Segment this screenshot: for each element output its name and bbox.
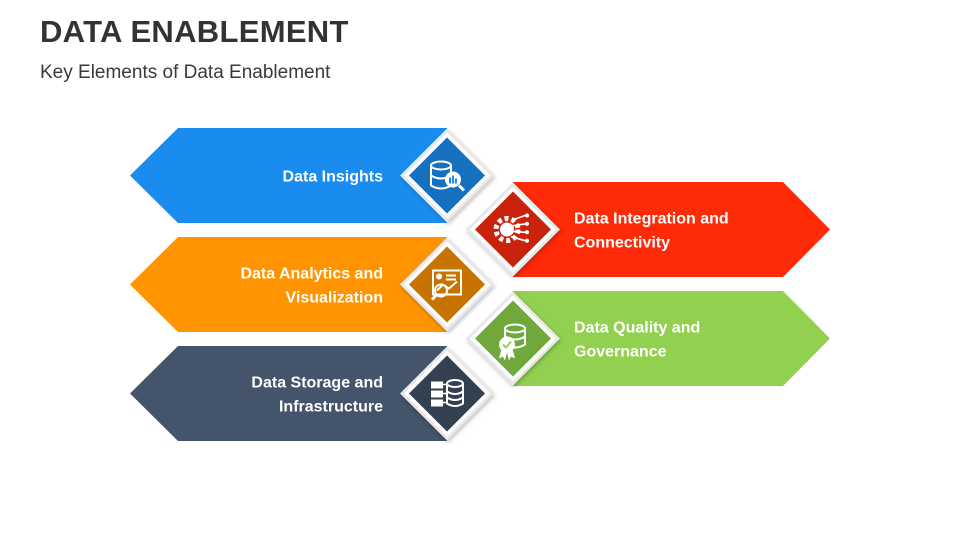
data-analytics-and-visualization-arrow — [130, 237, 447, 332]
database-search-icon — [430, 160, 466, 192]
gear-circuit-icon — [493, 213, 529, 243]
database-certified-icon — [499, 323, 526, 361]
page-subtitle: Key Elements of Data Enablement — [40, 62, 331, 83]
data-quality-and-governance-arrow — [513, 291, 830, 386]
data-storage-and-infrastructure-arrow — [130, 346, 447, 441]
storage-server-icon — [431, 379, 464, 407]
data-insights-arrow — [130, 128, 447, 223]
data-integration-and-connectivity-arrow — [513, 182, 830, 277]
analytics-report-icon — [430, 269, 462, 301]
data-analytics-and-visualization-diamond — [400, 237, 494, 332]
page-title: DATA ENABLEMENT — [40, 14, 349, 49]
data-insights-label: Data Insights — [283, 169, 384, 186]
